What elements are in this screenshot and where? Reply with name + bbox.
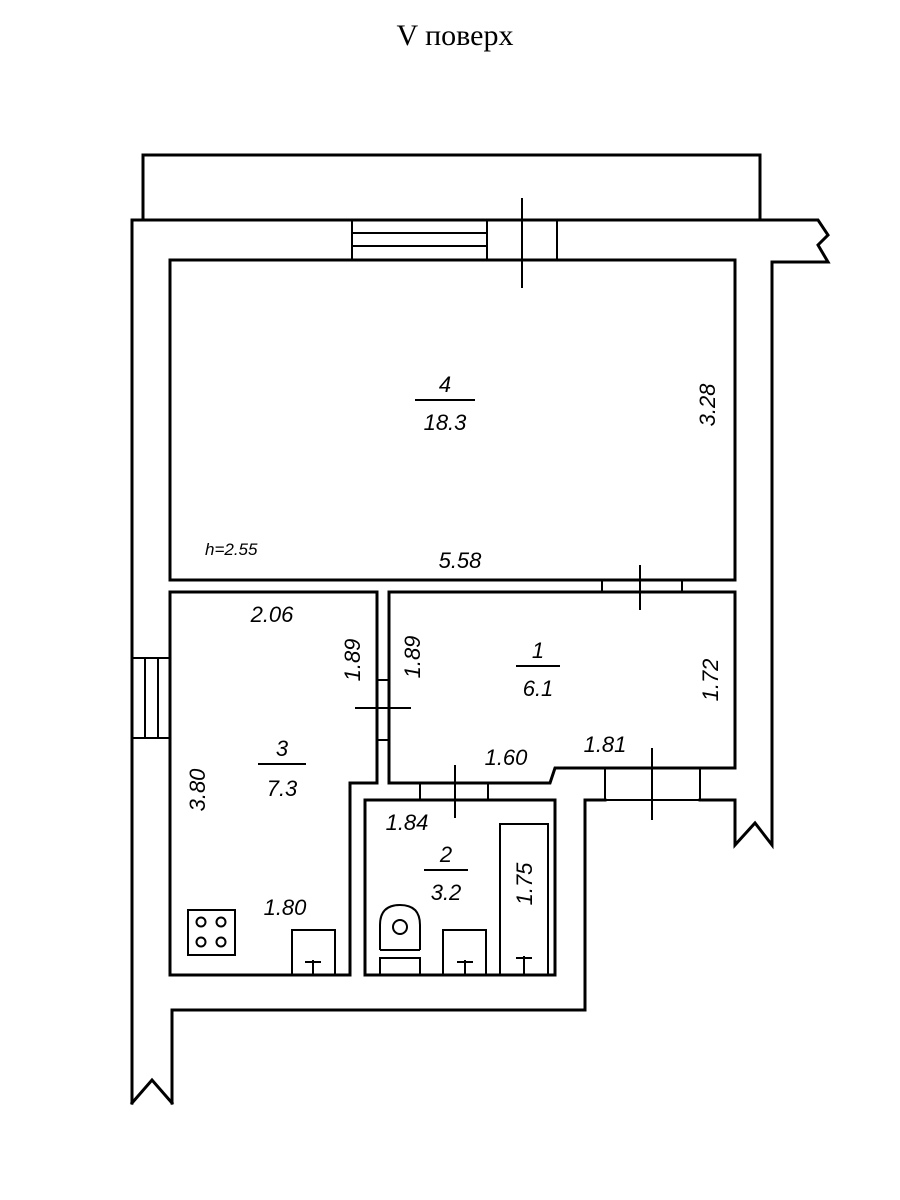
dim-room3-left: 3.80 (185, 768, 210, 812)
window-top (351, 219, 488, 261)
floor-title: V поверх (397, 19, 514, 52)
balcony (141, 153, 762, 222)
balcony-door (486, 198, 558, 288)
dim-room1-right: 1.72 (698, 659, 723, 702)
room-area: 7.3 (267, 776, 298, 801)
dim-room3-top: 2.06 (250, 602, 295, 627)
room-2-label: 2 3.2 (424, 842, 468, 905)
dim-room1-bottom-left: 1.60 (485, 745, 529, 770)
door-room1-room2 (419, 765, 489, 818)
wall-break-mark-bottom (129, 1077, 175, 1106)
dim-room4-depth: 3.28 (695, 383, 720, 427)
dim-room3-right: 1.89 (340, 639, 365, 682)
room-area: 3.2 (431, 880, 462, 905)
dim-room2-top: 1.84 (386, 810, 429, 835)
room-1-label: 1 6.1 (516, 638, 560, 701)
room-number: 1 (532, 638, 544, 663)
kitchen-sink-icon (291, 929, 336, 976)
dim-bathtub-length: 1.75 (512, 862, 537, 906)
toilet-icon (379, 903, 421, 976)
room-3-outline (168, 590, 379, 977)
room-3-label: 3 7.3 (258, 736, 306, 801)
room-number: 2 (439, 842, 452, 867)
entrance-door (604, 748, 701, 820)
door-room4-room1 (601, 565, 683, 610)
room-area: 18.3 (424, 410, 468, 435)
dim-room3-bottom: 1.80 (264, 895, 308, 920)
door-room3-room1 (355, 679, 411, 741)
dim-room1-bottom-right: 1.81 (584, 732, 627, 757)
room-number: 3 (276, 736, 289, 761)
bathtub-icon (499, 823, 549, 976)
washbasin-icon (442, 929, 487, 976)
window-left (131, 657, 171, 739)
room-area: 6.1 (523, 676, 554, 701)
outer-wall-line (130, 218, 831, 1105)
dim-room1-left: 1.89 (400, 636, 425, 679)
room-4-label: 4 18.3 (415, 372, 475, 435)
outer-wall-bottom (170, 798, 607, 1105)
ceiling-height: h=2.55 (205, 540, 258, 559)
stove-icon (187, 909, 236, 956)
room-number: 4 (439, 372, 451, 397)
room-1-outline (387, 590, 737, 785)
dim-room4-width: 5.58 (439, 548, 483, 573)
